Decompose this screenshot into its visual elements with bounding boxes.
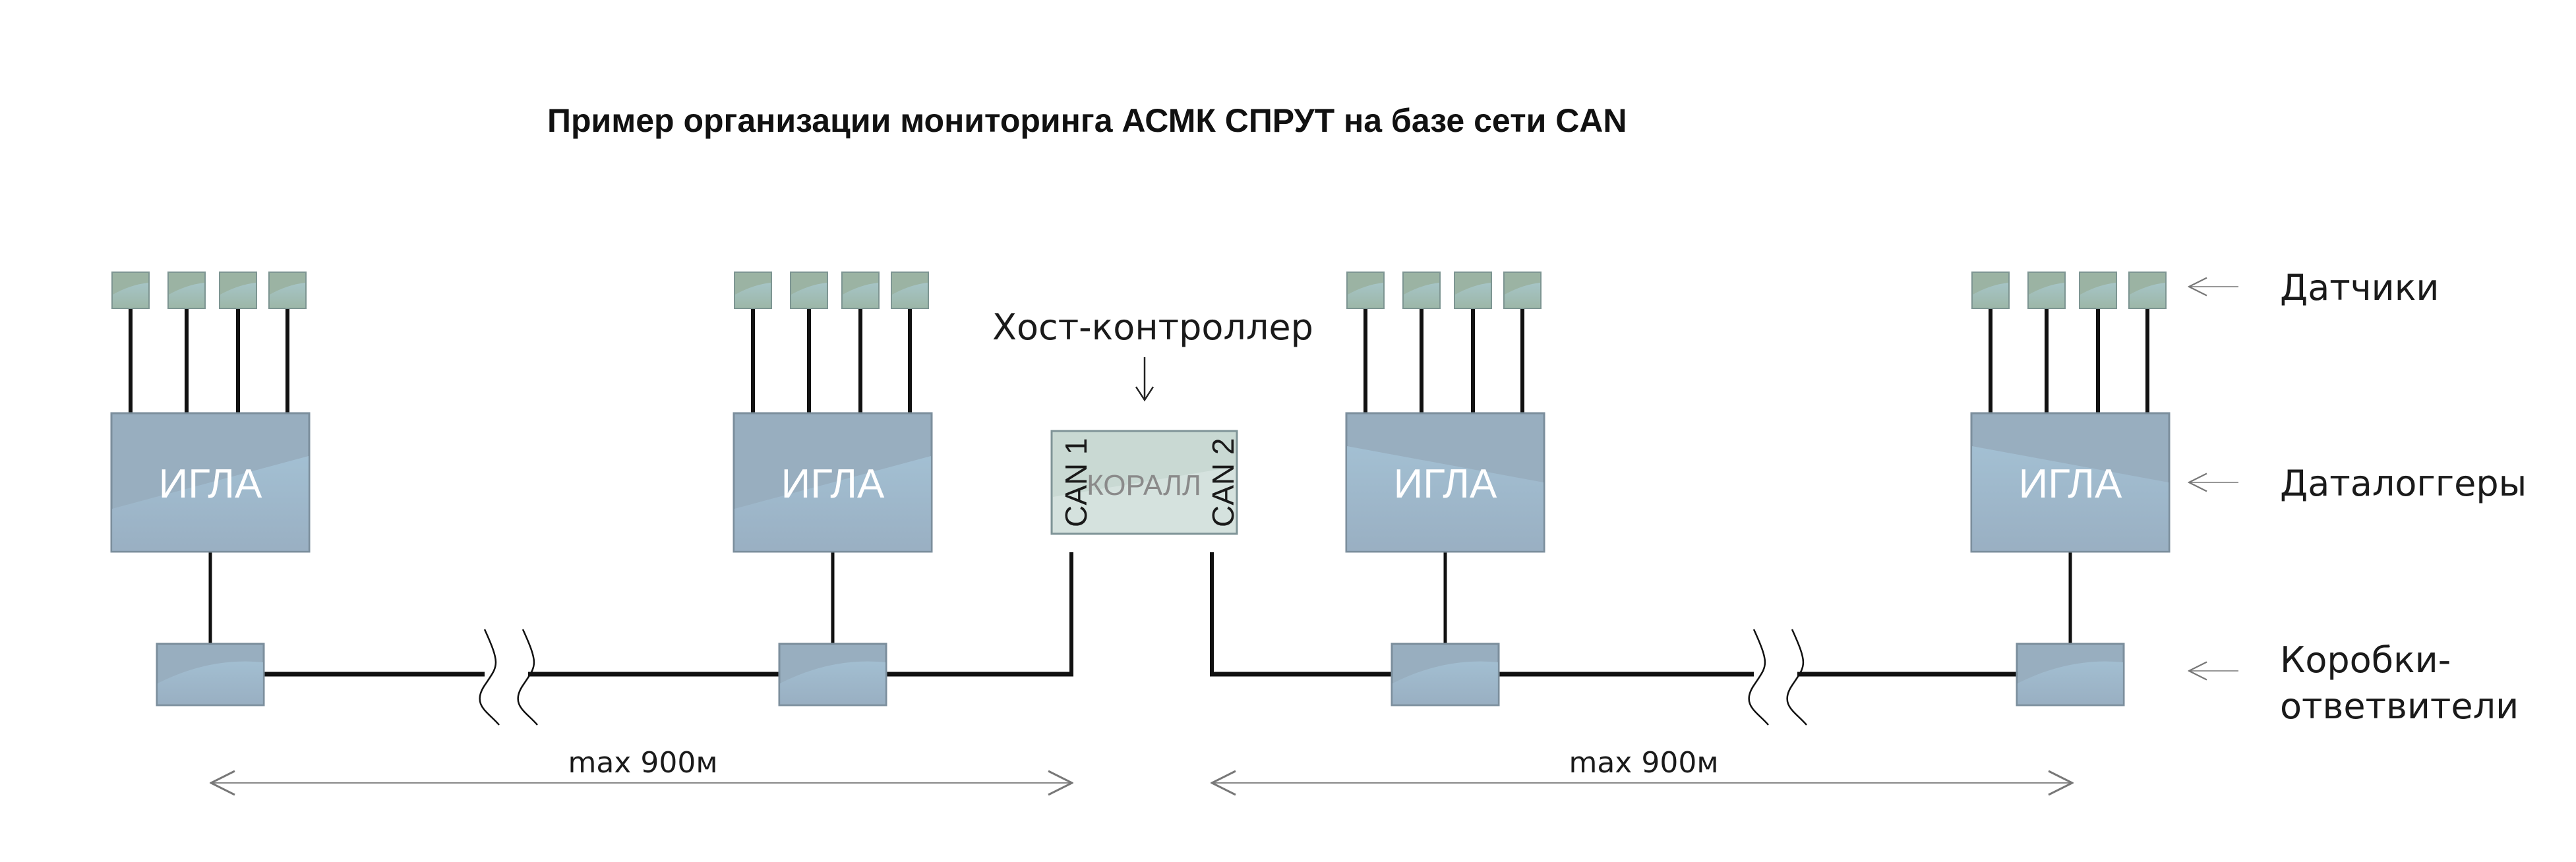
koral-name: КОРАЛЛ	[1087, 469, 1201, 502]
distance-right: max 900м	[1212, 746, 2072, 783]
datalogger-name: ИГЛА	[159, 461, 262, 507]
cable-break-icon	[479, 629, 500, 726]
legend-sensors: Датчики	[2280, 267, 2439, 308]
legend-junction-boxes-1: Коробки-	[2280, 639, 2451, 681]
diagram-title: Пример организации мониторинга АСМК СПРУ…	[547, 102, 1627, 139]
legend-junction-boxes-2: ответвители	[2280, 685, 2519, 727]
host-controller: Хост-контроллер КОРАЛЛ CAN 1 CAN 2	[992, 306, 1313, 676]
down-arrow-icon	[1135, 357, 1154, 402]
distance-left: max 900м	[211, 746, 1072, 783]
datalogger-name: ИГЛА	[1394, 461, 1497, 507]
datalogger-name: ИГЛА	[2019, 461, 2122, 507]
cable-break-icon	[1786, 629, 1807, 726]
datalogger-name: ИГЛА	[781, 461, 885, 507]
can2-port-label: CAN 2	[1206, 438, 1240, 527]
distance-left-label: max 900м	[568, 746, 717, 780]
cable-break-icon	[517, 629, 538, 726]
cable-break-icon	[1748, 629, 1769, 726]
can1-port-label: CAN 1	[1059, 438, 1093, 527]
legend-dataloggers: Даталоггеры	[2280, 463, 2527, 504]
distance-right-label: max 900м	[1569, 746, 1718, 780]
legend: Датчики Даталоггеры Коробки- ответвители	[2189, 267, 2527, 727]
host-controller-label: Хост-контроллер	[992, 306, 1313, 348]
